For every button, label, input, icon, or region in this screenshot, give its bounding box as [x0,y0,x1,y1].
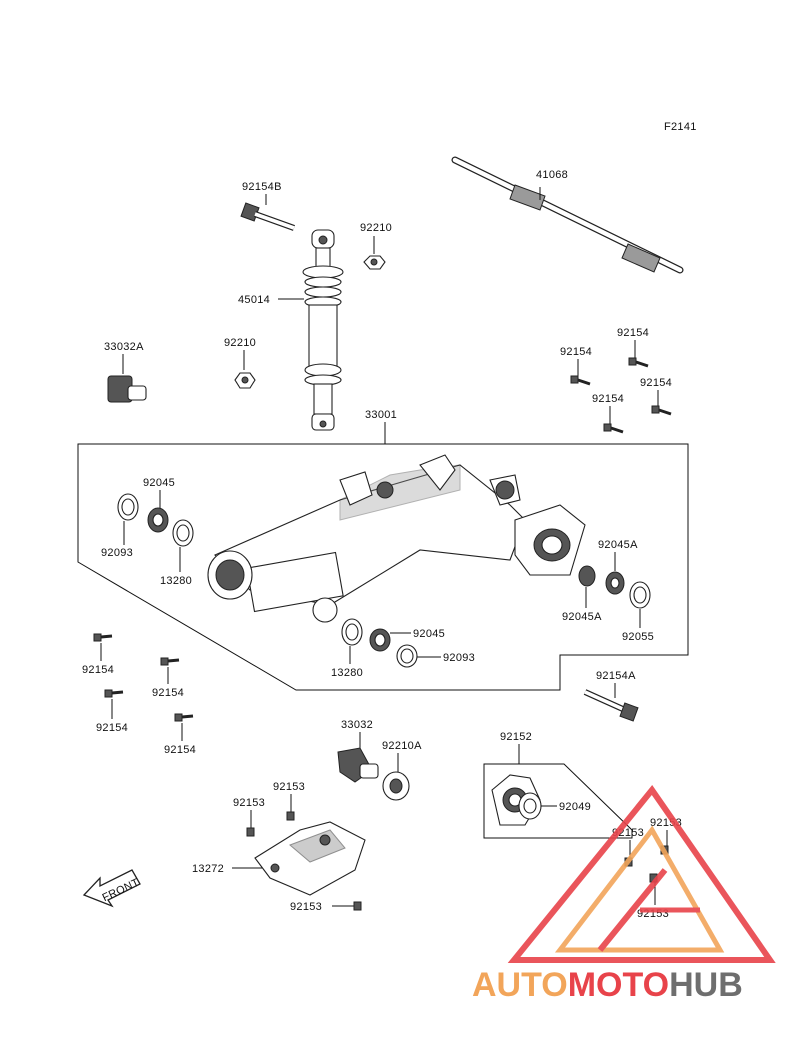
bolt-92154-r3 [651,405,672,416]
label-92153-bottom: 92153 [290,901,322,913]
bolt-92154-r1 [628,357,649,368]
label-33001: 33001 [365,409,397,421]
label-92154-r4: 92154 [592,393,624,405]
label-92045A-2: 92045A [562,611,602,623]
label-92154-r3: 92154 [640,377,672,389]
label-92154-r2: 92154 [560,346,592,358]
collar-13280-left [172,519,194,547]
label-92093-left: 92093 [101,547,133,559]
shock-absorber-45014 [302,229,344,431]
cover-callout-box [483,763,633,839]
label-92045-lower: 92045 [413,628,445,640]
label-92210-lower: 92210 [224,337,256,349]
label-92154-r1: 92154 [617,327,649,339]
label-92154-l1: 92154 [82,664,114,676]
label-92210A: 92210A [382,740,422,752]
bolt-92154-l4 [174,713,194,722]
label-13280-lower: 13280 [331,667,363,679]
seal-92055 [629,581,651,609]
seal-92049 [518,792,542,820]
label-92154-l2: 92154 [152,687,184,699]
label-92154-l3: 92154 [96,722,128,734]
bolt-92154-r4 [603,423,624,434]
label-41068: 41068 [536,169,568,181]
label-92045-left: 92045 [143,477,175,489]
label-92154-l4: 92154 [164,744,196,756]
seal-92093-left [117,493,139,521]
collar-13280-lower [341,618,363,646]
bolt-92154B [240,202,296,231]
bearing-92045A-2 [605,571,625,595]
label-92152: 92152 [500,731,532,743]
label-92153-4: 92153 [273,781,305,793]
watermark-text: AUTOMOTOHUB [472,966,743,1004]
seal-92093-lower [396,644,418,668]
label-92154B: 92154B [242,181,282,193]
bolt-92154A [583,689,639,722]
label-13280-left: 13280 [160,575,192,587]
label-92153-5: 92153 [233,797,265,809]
guard-plate-13272 [254,821,366,896]
label-33032A: 33032A [104,341,144,353]
bearing-92045A-1 [578,565,596,587]
label-33032: 33032 [341,719,373,731]
nut-92210A [382,771,410,801]
front-arrow-icon: FRONT [82,869,141,908]
bolt-92154-r2 [570,375,591,386]
swing-arm-33001 [207,454,586,623]
bearing-92045-lower [369,628,391,652]
nut-92210-lower [234,372,256,389]
bolt-92154-l2 [160,657,180,666]
bushing-33032A [107,375,147,403]
bushing-33032 [337,747,379,783]
watermark-logo-icon [507,785,776,963]
nut-92210-upper [363,255,386,270]
label-92049: 92049 [559,801,591,813]
bearing-92045-left [147,507,169,533]
screw-92153-4 [286,811,295,821]
label-13272: 13272 [192,863,224,875]
label-92055: 92055 [622,631,654,643]
screw-92153-5 [246,827,255,837]
label-92210-upper: 92210 [360,222,392,234]
label-45014: 45014 [238,294,270,306]
label-92093-lower: 92093 [443,652,475,664]
figure-id: F2141 [664,121,697,133]
swingarm-callout-box [77,443,689,691]
label-92045A-1: 92045A [598,539,638,551]
drive-shaft-41068 [451,156,684,274]
bolt-92154-l1 [93,633,113,642]
screw-92153-bottom [353,901,362,911]
label-92154A: 92154A [596,670,636,682]
bolt-92154-l3 [104,689,124,698]
